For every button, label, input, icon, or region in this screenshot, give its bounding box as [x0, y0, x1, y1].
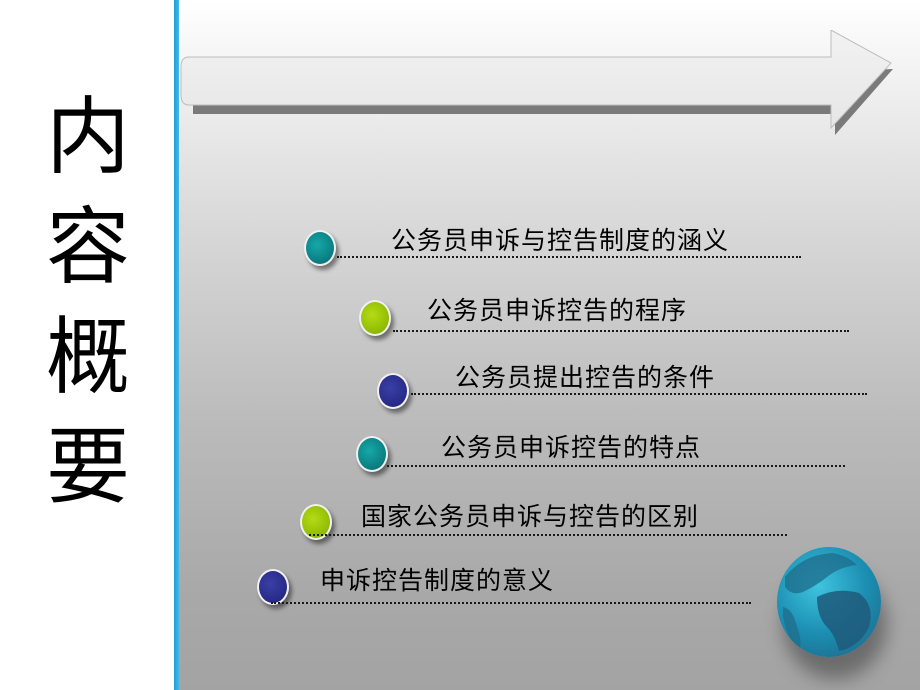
agenda-item-5[interactable]: 国家公务员申诉与控告的区别	[361, 502, 700, 531]
bullet-teal-icon	[356, 436, 388, 472]
dotted-line	[411, 393, 867, 395]
agenda-item-1[interactable]: 公务员申诉与控告制度的涵义	[391, 226, 730, 255]
dotted-line	[309, 534, 787, 536]
bullet-teal-icon	[304, 230, 336, 266]
agenda-item-3[interactable]: 公务员提出控告的条件	[455, 363, 716, 392]
dotted-line	[271, 602, 751, 604]
bullet-blue-icon	[377, 373, 409, 409]
agenda-item-2[interactable]: 公务员申诉控告的程序	[427, 296, 688, 325]
bullet-blue-icon	[257, 569, 289, 605]
globe-continents	[783, 553, 871, 651]
bullet-green-icon	[359, 300, 391, 336]
agenda-item-6[interactable]: 申诉控告制度的意义	[320, 566, 555, 595]
title-panel: 内 容 概 要	[0, 0, 174, 690]
title-char: 概	[45, 308, 130, 406]
content-panel: 公务员申诉与控告制度的涵义 公务员申诉控告的程序 公务员提出控告的条件 公务员申…	[179, 0, 920, 690]
vertical-title: 内 容 概 要	[38, 82, 138, 522]
title-char: 内	[45, 88, 130, 186]
agenda-item-4[interactable]: 公务员申诉控告的特点	[441, 433, 702, 462]
dotted-line	[387, 465, 845, 467]
globe-icon	[777, 547, 881, 657]
title-char: 容	[45, 198, 130, 296]
title-char: 要	[45, 418, 130, 516]
dotted-line	[337, 256, 801, 258]
dotted-line	[393, 330, 849, 332]
vertical-divider	[174, 0, 179, 690]
right-arrow-icon	[180, 30, 893, 135]
